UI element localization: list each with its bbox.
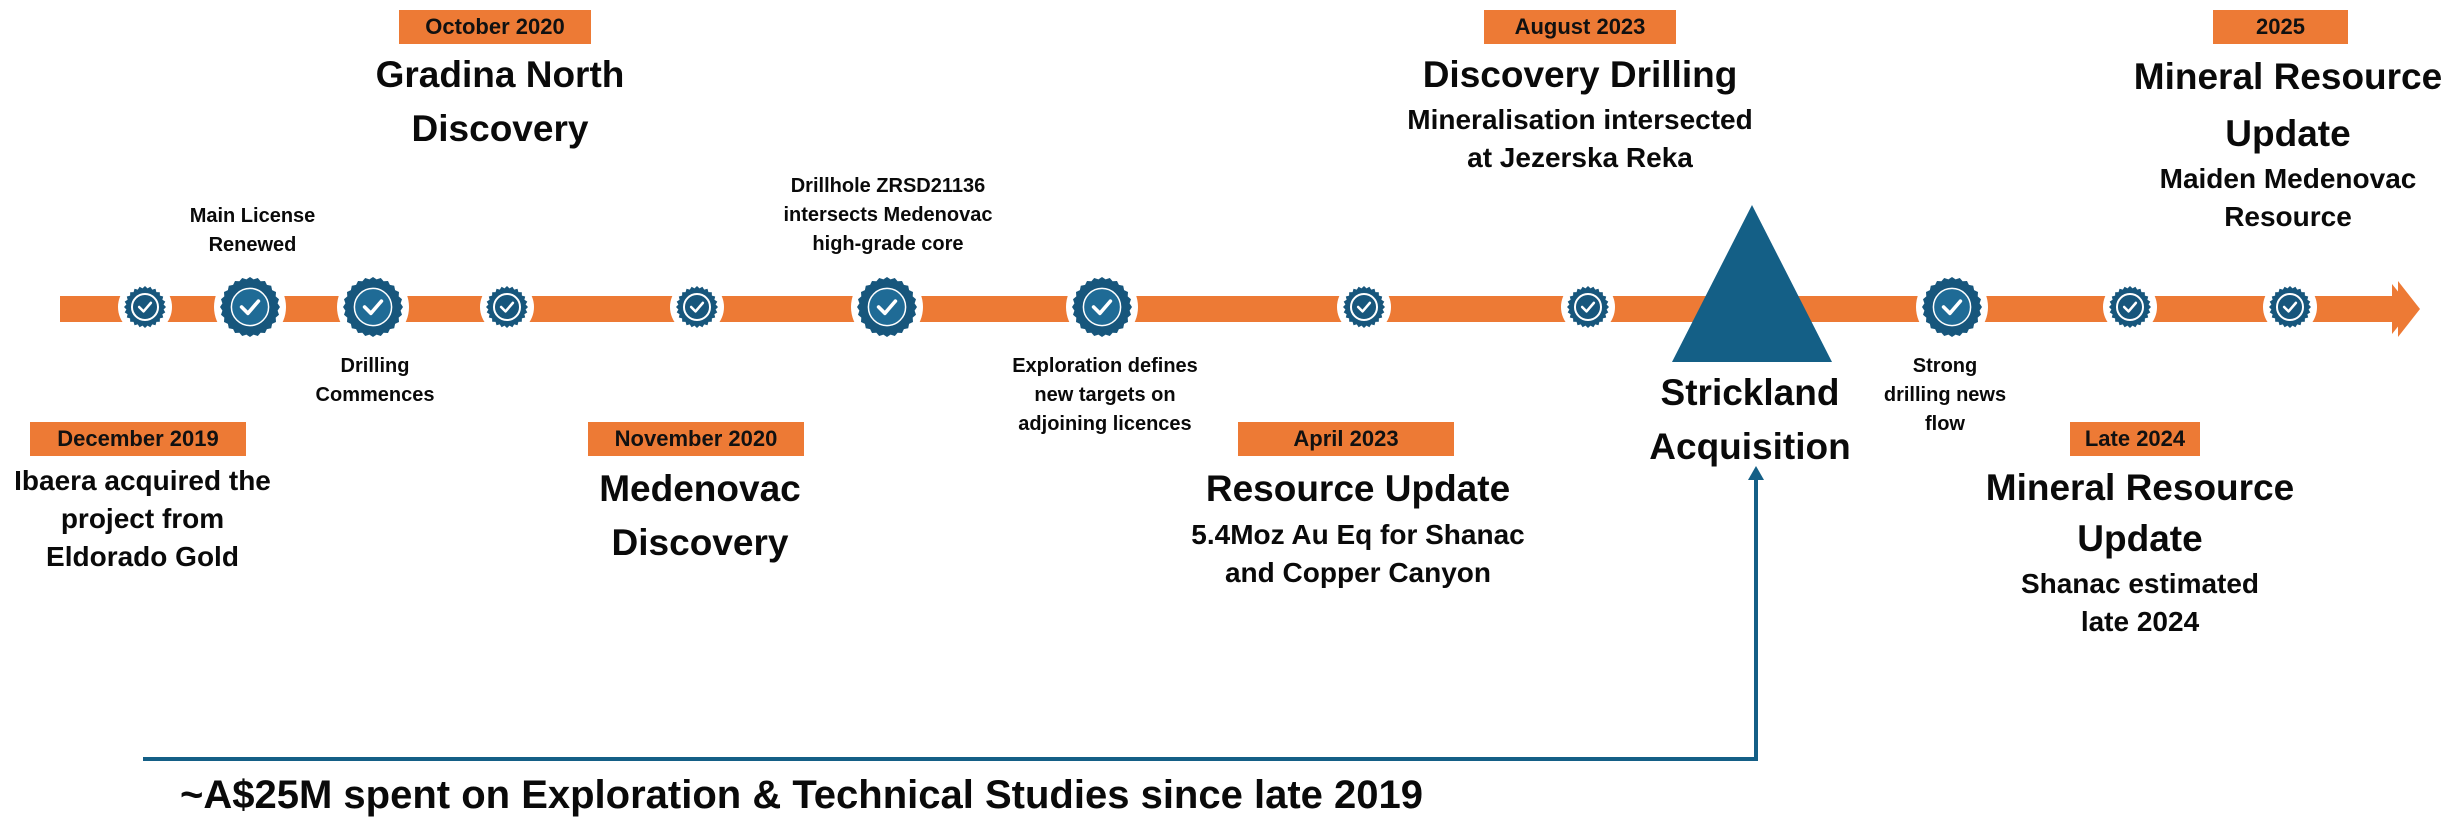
event-drillhole: Drillhole ZRSD21136 intersects Medenovac… <box>783 175 993 255</box>
check-badge-icon <box>1916 271 1988 343</box>
event-aug2023-title: Discovery Drilling <box>1422 54 1738 95</box>
date-tag-late2024: Late 2024 <box>2070 422 2200 456</box>
event-2025-title: Mineral Resource Update <box>2133 56 2443 154</box>
date-tag-dec2019: December 2019 <box>30 422 246 456</box>
connector-arrowhead <box>1748 466 1764 480</box>
event-apr2023-desc: 5.4Moz Au Eq for Shanac and Copper Canyo… <box>1191 519 1525 588</box>
footer-spend-text: ~A$25M spent on Exploration & Technical … <box>180 773 1423 817</box>
connector-line <box>143 478 1758 761</box>
strickland-triangle-icon <box>1672 205 1832 362</box>
event-late2024-desc: Shanac estimated late 2024 <box>2020 568 2260 637</box>
date-tag-aug2023: August 2023 <box>1484 10 1676 44</box>
event-dec2019-desc: Ibaera acquired the project from Eldorad… <box>14 465 271 572</box>
date-tag-apr2023: April 2023 <box>1238 422 1454 456</box>
event-late2024-title: Mineral Resource Update <box>1985 467 2295 559</box>
event-exploration: Exploration defines new targets on adjoi… <box>1012 355 1198 435</box>
check-badge-icon <box>1066 271 1138 343</box>
date-tag-2025: 2025 <box>2213 10 2348 44</box>
check-badge-icon <box>2263 280 2317 334</box>
date-tag-oct2020: October 2020 <box>399 10 591 44</box>
event-strickland-title: Strickland Acquisition <box>1649 372 1851 467</box>
event-main-license: Main License Renewed <box>189 205 316 256</box>
check-badge-icon <box>2103 280 2157 334</box>
check-badge-icon <box>214 271 286 343</box>
date-tag-nov2020: November 2020 <box>588 422 804 456</box>
check-badge-icon <box>480 280 534 334</box>
check-badge-icon <box>337 271 409 343</box>
check-badge-icon <box>851 271 923 343</box>
event-nov2020-title: Medenovac Discovery <box>599 468 801 563</box>
event-apr2023-title: Resource Update <box>1205 468 1511 509</box>
check-badge-icon <box>1561 280 1615 334</box>
check-badge-icon <box>670 280 724 334</box>
event-2025-desc: Maiden Medenovac Resource <box>2159 163 2417 232</box>
check-badge-icon <box>118 280 172 334</box>
event-aug2023-desc: Mineralisation intersected at Jezerska R… <box>1407 104 1753 173</box>
timeline-bar <box>60 296 2400 322</box>
event-oct2020-title: Gradina North Discovery <box>375 54 625 149</box>
event-strong-drilling: Strong drilling news flow <box>1883 355 2007 435</box>
event-drilling-commences: Drilling Commences <box>315 355 435 406</box>
check-badge-icon <box>1337 280 1391 334</box>
